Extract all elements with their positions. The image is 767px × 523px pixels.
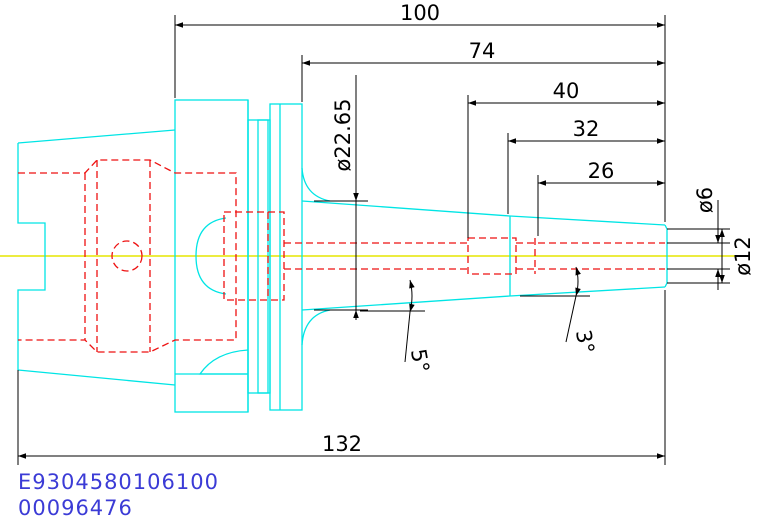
dim-132-label: 132 (322, 432, 362, 456)
angle-3-arc (575, 266, 581, 297)
dim-100-label: 100 (400, 1, 440, 25)
dim-32-label: 32 (573, 117, 600, 141)
tip-end (664, 224, 668, 288)
angle-5-label: 5° (406, 347, 434, 375)
taper-bottom (301, 295, 511, 311)
part-outline (17, 99, 668, 413)
drive-slot (198, 349, 249, 375)
tip-top (509, 215, 666, 226)
dim-22-65-label: ø22.65 (331, 99, 355, 172)
dim-40-label: 40 (553, 79, 580, 103)
bore-arc (195, 217, 227, 295)
bore-pocket (223, 211, 285, 301)
shank-bottom-taper (17, 369, 176, 386)
nose-arc-top (301, 167, 331, 202)
cross-hole (111, 240, 143, 272)
part-number: E9304580106100 (18, 470, 219, 494)
dim-6-label: ø6 (693, 187, 717, 213)
angle-3-label: 3° (571, 328, 599, 356)
nose-arc-bottom (301, 309, 331, 346)
dim-12-label: ø12 (731, 236, 755, 276)
hidden-lines (18, 159, 665, 353)
collar (269, 103, 303, 411)
shank-top-taper (17, 129, 176, 144)
dim-74-label: 74 (469, 39, 496, 63)
dimension-lines (17, 15, 730, 465)
angle-5-arc (409, 279, 415, 313)
dim-26-label: 26 (588, 159, 615, 183)
shank-left-edge (17, 143, 46, 370)
serial-number: 00096476 (18, 496, 133, 520)
tip-bottom (509, 286, 666, 297)
taper-top (301, 200, 511, 217)
